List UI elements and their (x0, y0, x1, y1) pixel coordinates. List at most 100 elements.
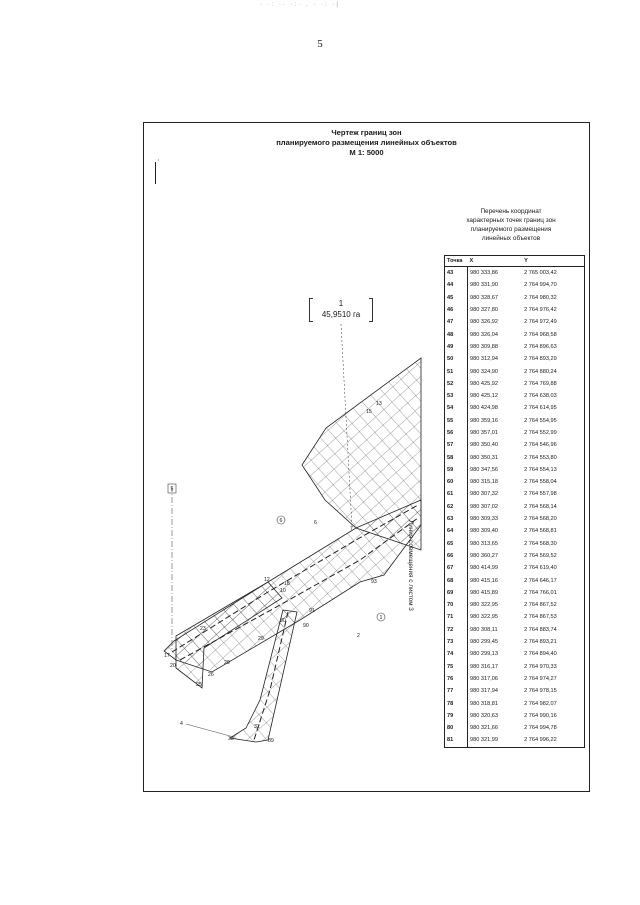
point-number-cell: 61 (444, 488, 468, 501)
label-circle-6: 6 (280, 518, 283, 524)
y-coordinate-cell: 2 764 982,07 (524, 700, 557, 707)
label-p29: 29 (258, 636, 264, 642)
axis-line-2 (179, 517, 419, 661)
x-coordinate-cell: 980 326,92 (470, 319, 498, 326)
y-coordinate-cell: 2 764 980,32 (524, 294, 557, 301)
point-number-cell: 81 (444, 734, 468, 748)
area-bracket-left (309, 298, 313, 322)
label-p32: 32 (254, 724, 260, 730)
x-coordinate-cell: 980 322,95 (470, 614, 498, 621)
point-number-cell: 79 (444, 709, 468, 722)
point-number-cell: 71 (444, 611, 468, 624)
x-coordinate-cell: 980 317,94 (470, 688, 498, 695)
point-number-cell: 80 (444, 721, 468, 735)
point-number-cell: 45 (444, 291, 468, 304)
point-number-cell: 51 (444, 365, 468, 378)
y-coordinate-cell: 2 764 894,40 (524, 651, 557, 658)
corridor-branch (228, 609, 298, 743)
label-p90: 90 (303, 623, 309, 629)
point-number-cell: 58 (444, 451, 468, 464)
point-number-cell: 62 (444, 500, 468, 513)
drawing-title: Чертеж границ зон планируемого размещени… (143, 128, 590, 158)
circle-marker-1 (376, 612, 386, 622)
area-label: 1 45,9510 га (309, 298, 373, 322)
point-number-cell: 57 (444, 439, 468, 452)
y-coordinate-cell: 2 764 554,95 (524, 417, 557, 424)
label-p13: 13 (376, 401, 382, 407)
y-coordinate-cell: 2 764 867,53 (524, 614, 557, 621)
point-number-cell: 44 (444, 279, 468, 292)
point-number-cell: 43 (444, 266, 468, 280)
point-number-cell: 72 (444, 623, 468, 636)
label-p30: 30 (280, 618, 286, 624)
point-number-cell: 50 (444, 353, 468, 366)
y-coordinate-cell: 2 764 552,99 (524, 430, 557, 436)
y-coordinate-cell: 2 764 968,58 (524, 331, 557, 338)
y-coordinate-cell: 2 764 990,16 (524, 712, 557, 719)
x-coordinate-cell: 980 328,67 (470, 294, 498, 301)
scan-artifact: · ·: ·· ·:· . · ·: ·| (260, 2, 340, 8)
point-number-cell: 55 (444, 414, 468, 427)
y-coordinate-cell: 2 764 568,14 (524, 503, 557, 510)
point-number-cell: 46 (444, 303, 468, 317)
point-number-cell: 60 (444, 476, 468, 489)
point-number-cell: 49 (444, 340, 468, 354)
y-coordinate-cell: 2 764 896,63 (524, 343, 557, 350)
x-coordinate-cell: 980 331,90 (470, 282, 498, 289)
y-coordinate-cell: 2 764 978,15 (524, 688, 557, 695)
point-number-cell: 66 (444, 549, 468, 563)
point-number-cell: 75 (444, 660, 468, 673)
label-p20: 20 (170, 663, 176, 669)
x-coordinate-cell: 980 307,32 (470, 491, 498, 498)
junction-line-note: Линия совмещения с листом 3 (407, 520, 414, 611)
point-number-cell: 52 (444, 377, 468, 390)
title-line-1: Чертеж границ зон (331, 128, 402, 137)
label-p89: 89 (268, 738, 274, 744)
y-coordinate-cell: 2 764 893,29 (524, 356, 557, 363)
zone-upper (301, 357, 422, 551)
y-coordinate-cell: 2 764 976,42 (524, 307, 557, 314)
label-p28: 28 (224, 660, 230, 666)
x-coordinate-cell: 980 321,99 (470, 737, 498, 744)
x-coordinate-cell: 980 309,88 (470, 343, 498, 350)
square-marker-5 (167, 483, 177, 494)
x-coordinate-cell: 980 326,04 (470, 331, 498, 338)
label-p10: 10 (280, 588, 286, 594)
list-title-line: Перечень координат (480, 208, 542, 215)
y-coordinate-cell: 2 764 766,01 (524, 589, 557, 596)
x-coordinate-cell: 980 324,90 (470, 368, 498, 375)
label-p25: 25 (196, 682, 202, 688)
x-coordinate-cell: 980 318,81 (470, 700, 498, 707)
point-number-cell: 77 (444, 685, 468, 698)
point-number-cell: 73 (444, 635, 468, 649)
y-coordinate-cell: 2 764 769,88 (524, 380, 557, 387)
y-coordinate-cell: 2 764 568,81 (524, 528, 557, 535)
point-number-cell: 53 (444, 389, 468, 403)
y-coordinate-cell: 2 764 554,13 (524, 466, 557, 473)
x-coordinate-cell: 980 424,98 (470, 405, 498, 412)
x-coordinate-cell: 980 321,66 (470, 725, 498, 732)
y-coordinate-cell: 2 764 569,52 (524, 552, 557, 559)
leader-4 (185, 723, 231, 737)
area-number: 1 (338, 299, 344, 308)
x-coordinate-cell: 980 415,89 (470, 589, 498, 596)
label-p17: 17 (164, 653, 170, 659)
